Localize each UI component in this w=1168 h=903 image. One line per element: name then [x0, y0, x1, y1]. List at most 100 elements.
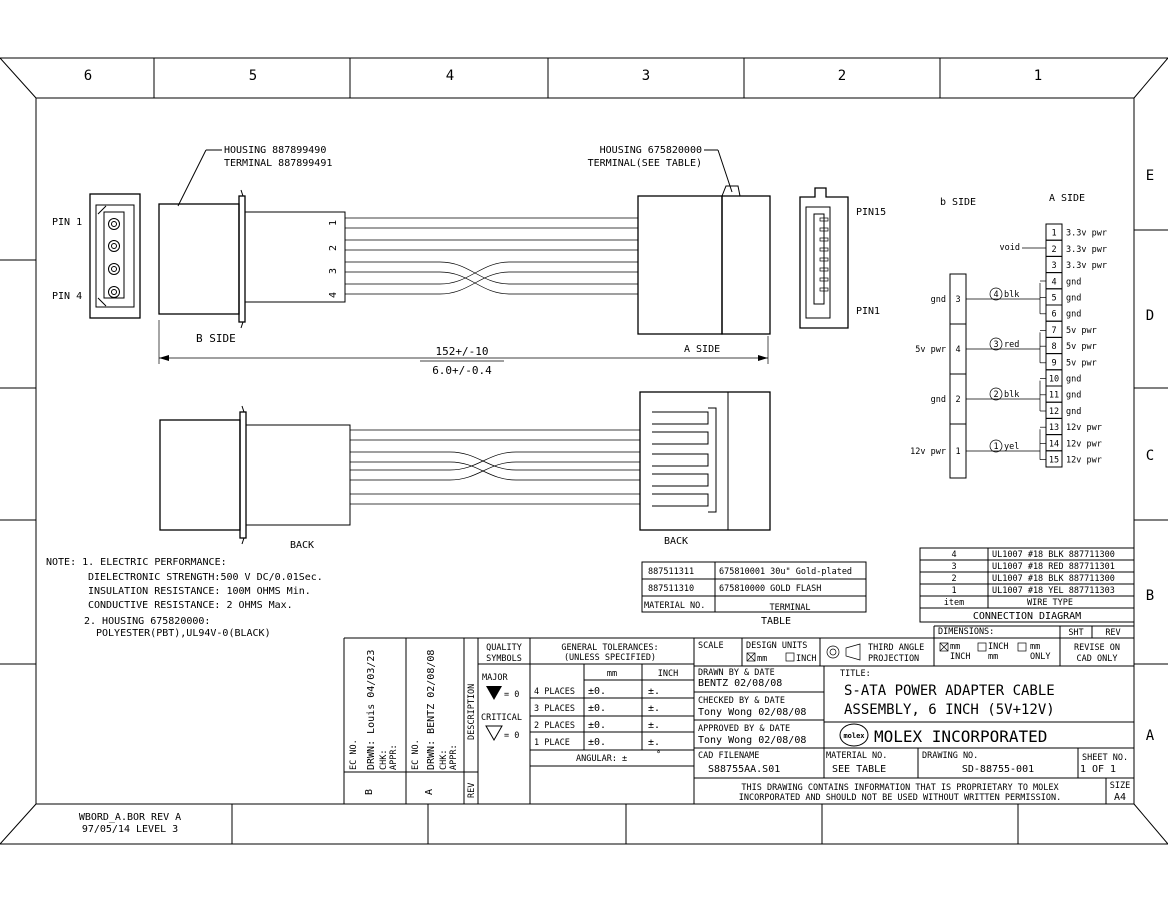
critical-zero: = 0	[504, 731, 519, 741]
wire-table-item: 3	[951, 562, 956, 572]
wire-table-item: 4	[951, 550, 956, 560]
a-pin-signal: 5v pwr	[1066, 326, 1097, 336]
zone-col-3: 3	[642, 68, 650, 84]
size-label: SIZE	[1110, 781, 1130, 791]
material-header-term: TERMINAL	[770, 603, 811, 613]
dimensions-label: DIMENSIONS:	[938, 627, 994, 637]
rev-a-drawn: DRWN: BENTZ 02/08/08	[426, 650, 437, 770]
notes: NOTE: 1. ELECTRIC PERFORMANCE: DIELECTRO…	[46, 557, 323, 639]
wire-table-type: UL1007 #18 YEL 887711303	[992, 586, 1115, 596]
rev-a-letter: A	[424, 789, 435, 795]
a-pin-number: 1	[1051, 229, 1056, 239]
a-pin-number: 15	[1049, 456, 1059, 466]
angular-degree: °	[656, 750, 661, 760]
pin1-right-label: PIN1	[856, 306, 880, 317]
tol-inch-header: INCH	[658, 669, 678, 679]
top-wires	[345, 217, 638, 295]
pin4-label: PIN 4	[52, 291, 82, 302]
dim-mm-only-checkbox	[1017, 642, 1027, 652]
wire-table-item: 2	[951, 574, 956, 584]
wire-number-circle	[989, 387, 1003, 401]
border-info-line2: 97/05/14 LEVEL 3	[82, 824, 178, 835]
terminal-left-label: TERMINAL 887899491	[224, 158, 332, 169]
unless-specified-label: (UNLESS SPECIFIED)	[564, 653, 656, 663]
rev-a-ecno: EC NO.	[411, 739, 421, 770]
a-pin-number: 14	[1049, 439, 1059, 449]
rev-b-approve: APPR:	[389, 744, 399, 770]
quality-label: QUALITY	[486, 643, 522, 653]
tolerance-mm: ±0.	[588, 686, 606, 697]
dim-inch-bottom: INCH	[950, 652, 970, 662]
company-name: MOLEX INCORPORATED	[874, 727, 1047, 746]
wire-num-3: 3	[328, 268, 339, 274]
wire-number: 4	[993, 290, 998, 300]
b-pin-number: 2	[955, 395, 960, 405]
note-1a: DIELECTRONIC STRENGTH:500 V DC/0.01Sec.	[88, 572, 323, 583]
a-pin-signal: 3.3v pwr	[1066, 261, 1107, 271]
wire-color: yel	[1004, 442, 1019, 452]
scale-label: SCALE	[698, 641, 724, 651]
zone-row-a: A	[1146, 728, 1155, 744]
critical-triangle-icon	[485, 725, 503, 742]
a-pin-number: 4	[1051, 277, 1056, 287]
a-pin-number: 12	[1049, 407, 1059, 417]
material-row-1-term: 675810001 30u" Gold-plated	[719, 567, 852, 577]
tolerance-places: 3 PLACES	[534, 704, 575, 714]
sata-back-slots	[652, 407, 717, 513]
b-pin-signal: 5v pwr	[915, 345, 946, 355]
material-no-label: MATERIAL NO.	[826, 751, 887, 761]
dim-inch-checkbox	[977, 642, 987, 652]
third-angle-projection-icon	[826, 643, 861, 661]
a-pin-cell	[1045, 450, 1063, 468]
cad-filename-label: CAD FILENAME	[698, 751, 759, 761]
proprietary-line1: THIS DRAWING CONTAINS INFORMATION THAT I…	[741, 783, 1059, 793]
sata-housing-side	[637, 185, 771, 335]
back-left-label: BACK	[290, 540, 314, 551]
zone-row-b: B	[1146, 588, 1154, 604]
a-pin-number: 2	[1051, 245, 1056, 255]
wire-table-type: UL1007 #18 BLK 887711300	[992, 550, 1115, 560]
major-zero: = 0	[504, 690, 519, 700]
b-pin-number: 1	[955, 447, 960, 457]
b-pin-signal: gnd	[931, 295, 946, 305]
conn-b-side: b SIDE	[940, 197, 976, 208]
a-pin-signal: 3.3v pwr	[1066, 229, 1107, 239]
wire-num-4: 4	[328, 292, 339, 298]
title-label: TITLE:	[840, 669, 871, 679]
major-label: MAJOR	[482, 673, 508, 683]
void-label: void	[1000, 243, 1020, 253]
b-pin-signal: gnd	[931, 395, 946, 405]
a-pin-signal: gnd	[1066, 375, 1081, 385]
cad-only-label: CAD ONLY	[1077, 654, 1118, 664]
material-row-2-mat: 887511310	[648, 584, 694, 594]
angular-label: ANGULAR: ±	[576, 754, 627, 764]
rev-label: REV	[1105, 628, 1120, 638]
revise-on-label: REVISE ON	[1074, 643, 1120, 653]
wire-num-2: 2	[328, 245, 339, 251]
size-value: A4	[1114, 792, 1126, 803]
wire-number-circle	[989, 287, 1003, 301]
b-pin-number: 3	[955, 295, 960, 305]
a-pin-number: 6	[1051, 310, 1056, 320]
a-pin-signal: 5v pwr	[1066, 342, 1097, 352]
tolerance-inch: ±.	[648, 720, 660, 731]
material-row-2-term: 675810000 GOLD FLASH	[719, 584, 821, 594]
rev-header: REV	[467, 783, 477, 798]
connection-diagram-title: CONNECTION DIAGRAM	[973, 611, 1081, 622]
a-pin-signal: 12v pwr	[1066, 439, 1102, 449]
material-table: 887511311 675810001 30u" Gold-plated 887…	[641, 561, 867, 627]
tolerance-inch: ±.	[648, 703, 660, 714]
a-pin-signal: 3.3v pwr	[1066, 245, 1107, 255]
note-1b: INSULATION RESISTANCE: 100M OHMS Min.	[88, 586, 311, 597]
a-pin-signal: 12v pwr	[1066, 456, 1102, 466]
design-inch-label: INCH	[796, 654, 816, 664]
a-side-label: A SIDE	[684, 344, 720, 355]
tolerance-mm: ±0.	[588, 737, 606, 748]
wire-number: 1	[993, 442, 998, 452]
wire-table-type: UL1007 #18 RED 887711301	[992, 562, 1115, 572]
pin1-label: PIN 1	[52, 217, 82, 228]
back-right-label: BACK	[664, 536, 688, 547]
